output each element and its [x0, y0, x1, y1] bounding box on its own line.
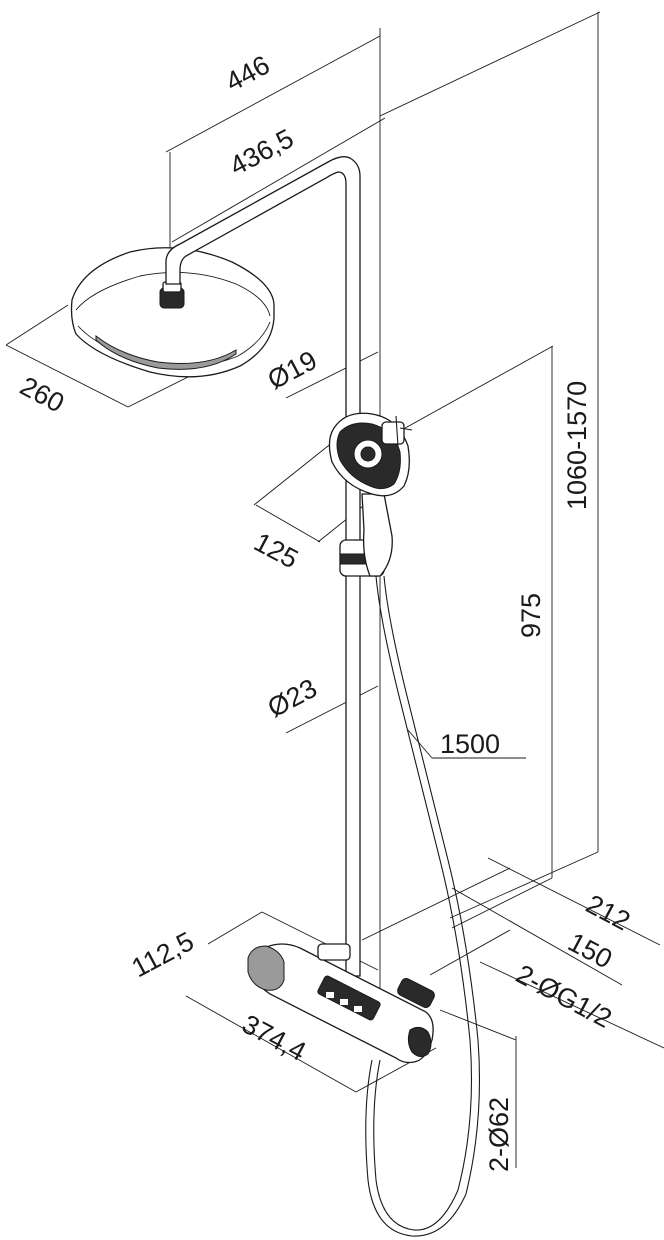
label-arm-reach: 436,5: [225, 123, 299, 181]
label-overhead-width: 446: [221, 50, 275, 98]
thermostatic-mixer: [247, 943, 435, 1064]
label-upper-pipe-diameter: Ø19: [263, 345, 322, 395]
label-lower-pipe-diameter: Ø23: [263, 673, 322, 723]
label-hose-length: 1500: [440, 729, 500, 759]
label-mixer-length: 374,4: [237, 1009, 311, 1067]
label-mixer-diameter: 2-Ø62: [484, 1097, 514, 1172]
label-outlet-height: 975: [516, 593, 546, 638]
label-wall-to-pipe-max: 212: [581, 889, 635, 937]
label-wall-to-pipe: 150: [563, 927, 617, 975]
label-total-height: 1060-1570: [562, 381, 592, 510]
shower-hose: [365, 575, 481, 1237]
label-head-depth: 260: [15, 371, 69, 419]
dimension-lines: [5, 11, 664, 1168]
hand-shower: [328, 412, 413, 577]
label-hand-shower-diameter: 125: [249, 527, 303, 575]
label-inlet-offset: 112,5: [127, 926, 199, 983]
